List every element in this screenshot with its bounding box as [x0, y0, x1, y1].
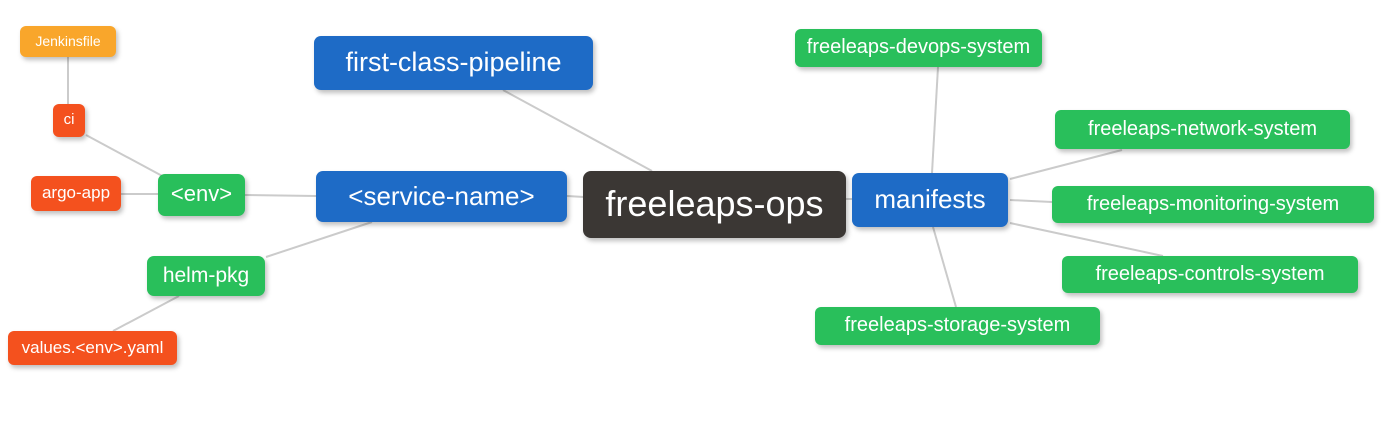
node-values-env-yaml[interactable]: values.<env>.yaml	[8, 331, 177, 365]
edge-manifests-to-freeleaps-network-system	[1009, 149, 1123, 180]
node-label: freeleaps-monitoring-system	[1086, 192, 1340, 215]
node-label: helm-pkg	[162, 263, 250, 287]
node-env[interactable]: <env>	[158, 174, 245, 216]
node-label: argo-app	[41, 183, 111, 202]
node-jenkinsfile[interactable]: Jenkinsfile	[20, 26, 116, 57]
edge-helm-pkg-to-values-env-yaml	[112, 295, 180, 332]
node-freeleaps-ops[interactable]: freeleaps-ops	[583, 171, 846, 238]
node-freeleaps-storage-system[interactable]: freeleaps-storage-system	[815, 307, 1100, 345]
node-label: freeleaps-devops-system	[806, 36, 1031, 58]
node-ci[interactable]: ci	[53, 104, 85, 137]
node-freeleaps-devops-system[interactable]: freeleaps-devops-system	[795, 29, 1042, 67]
node-argo-app[interactable]: argo-app	[31, 176, 121, 211]
node-freeleaps-monitoring-system[interactable]: freeleaps-monitoring-system	[1052, 186, 1374, 223]
node-label: Jenkinsfile	[35, 32, 101, 49]
node-first-class-pipeline[interactable]: first-class-pipeline	[314, 36, 593, 90]
node-manifests[interactable]: manifests	[852, 173, 1008, 227]
node-label: values.<env>.yaml	[21, 337, 164, 357]
node-freeleaps-network-system[interactable]: freeleaps-network-system	[1055, 110, 1350, 149]
node-label: freeleaps-storage-system	[844, 314, 1071, 336]
node-freeleaps-controls-system[interactable]: freeleaps-controls-system	[1062, 256, 1358, 293]
edge-ci-to-env	[85, 134, 167, 179]
node-label: freeleaps-network-system	[1088, 117, 1317, 140]
edge-env-to-service-name	[244, 194, 317, 197]
node-label: first-class-pipeline	[345, 46, 562, 77]
edge-service-name-to-helm-pkg	[265, 221, 373, 258]
node-label: <service-name>	[348, 180, 535, 211]
edge-manifests-to-freeleaps-controls-system	[1009, 222, 1164, 257]
node-label: freeleaps-ops	[605, 182, 824, 224]
node-helm-pkg[interactable]: helm-pkg	[147, 256, 265, 296]
node-label: manifests	[874, 184, 986, 214]
node-label: freeleaps-controls-system	[1095, 262, 1325, 285]
node-label: <env>	[170, 181, 233, 206]
edge-manifests-to-freeleaps-devops-system	[931, 66, 939, 174]
edge-manifests-to-freeleaps-storage-system	[932, 226, 957, 308]
edge-first-class-pipeline-to-freeleaps-ops	[502, 89, 653, 172]
node-service-name[interactable]: <service-name>	[316, 171, 567, 222]
node-label: ci	[63, 111, 75, 128]
edge-manifests-to-freeleaps-monitoring-system	[1009, 199, 1053, 203]
edge-service-name-to-freeleaps-ops	[566, 195, 585, 198]
